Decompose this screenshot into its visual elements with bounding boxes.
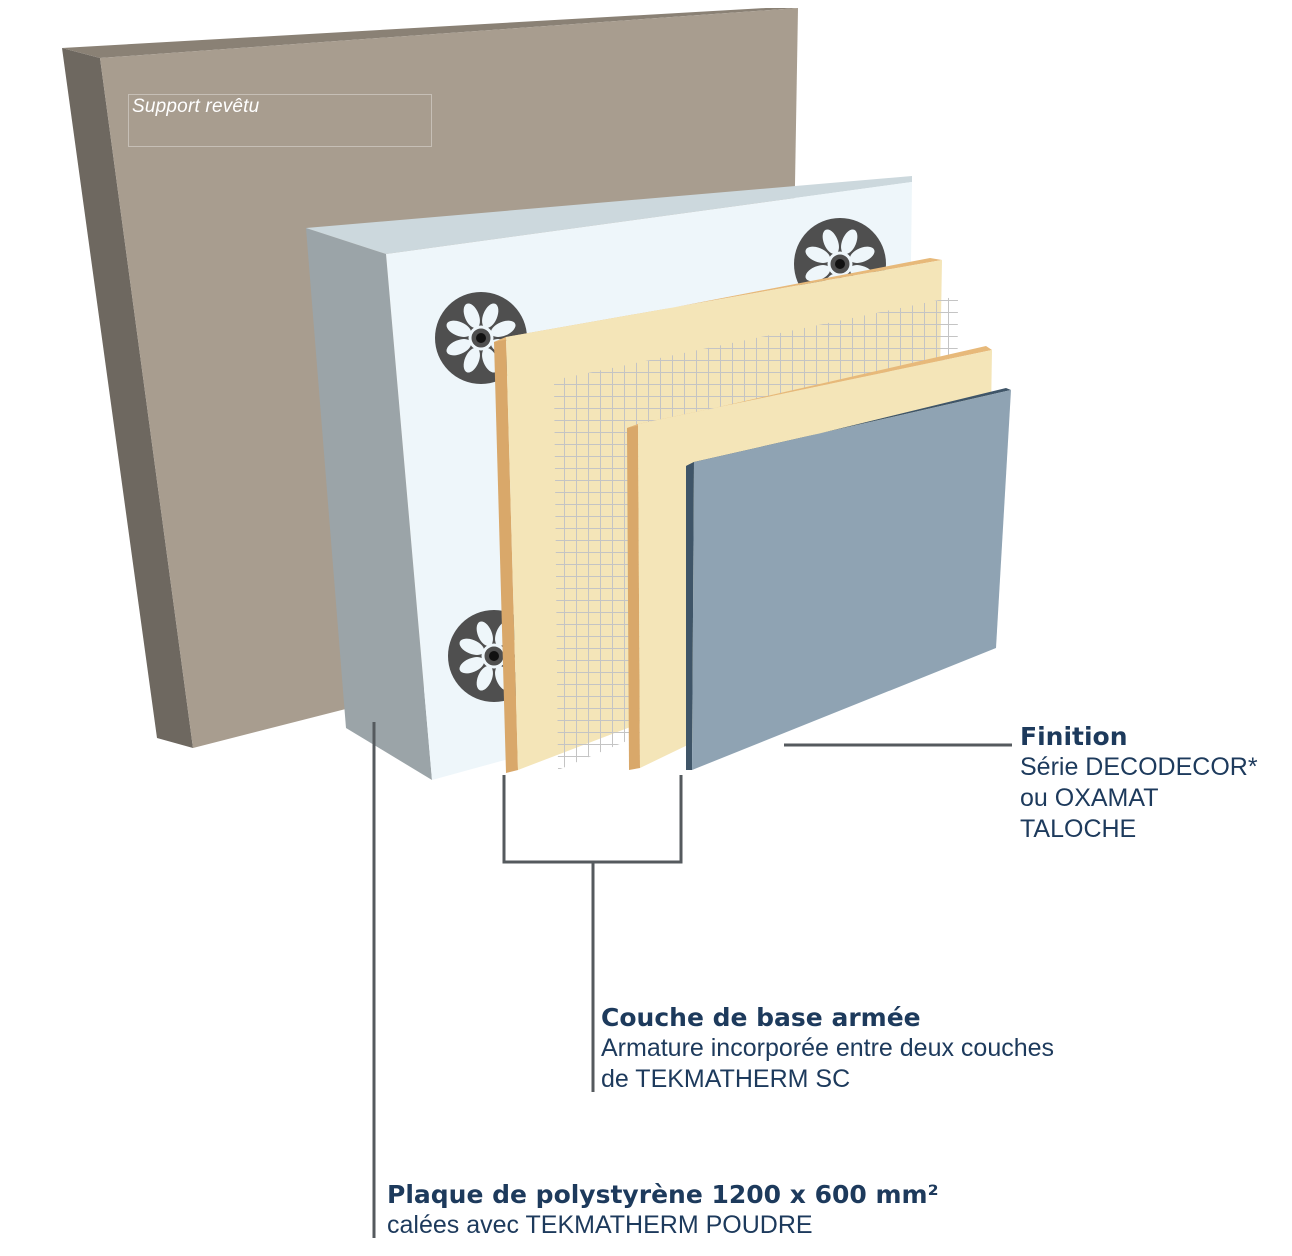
anchor-slot [482,347,499,373]
anchor-hub [489,651,499,661]
base-coat-1-top [494,258,942,342]
anchor-slot [446,320,472,337]
anchor-slot [463,347,480,373]
finition-line: TALOCHE [1020,815,1137,843]
anchor-slot [841,229,858,255]
leader-lines [372,722,1012,1238]
plaque-title: Plaque de polystyrène 1200 x 600 mm² [387,1180,939,1209]
anchor-slot [463,303,480,329]
anchor-slot [805,265,831,282]
finition-description: Série DECODECOR* ou OXAMAT TALOCHE [1020,752,1258,845]
finish-layer [686,388,1011,770]
couche-title: Couche de base armée [601,1003,921,1032]
couche-description: Armature incorporée entre deux couches d… [601,1033,1054,1095]
callout-couche-de-base: Couche de base armée Armature incorporée… [601,1003,1054,1095]
polystyrene-side [306,228,432,780]
base-coat-2-edge [627,424,640,770]
anchor-slot [805,246,831,263]
plaque-line: calées avec TEKMATHERM POUDRE [387,1211,813,1239]
finish-edge [686,462,694,770]
anchor-slot [822,229,839,255]
couche-line: de TEKMATHERM SC [601,1065,851,1093]
anchor-slot [446,339,472,356]
support-label-frame [128,94,432,147]
finish-face [692,390,1011,770]
callout-plaque-polystyrene: Plaque de polystyrène 1200 x 600 mm² cal… [387,1180,939,1241]
anchor-slot [482,303,499,329]
polystyrene-top [306,176,912,254]
anchor-hub [476,333,486,343]
anchor-slot [476,621,493,647]
finition-line: Série DECODECOR* [1020,753,1258,781]
anchor-slot [490,320,516,337]
base-coat-2-top [627,346,992,428]
finition-title: Finition [1020,722,1128,751]
plaque-description: calées avec TEKMATHERM POUDRE [387,1210,939,1241]
finition-line: ou OXAMAT [1020,784,1159,812]
anchor-slot [459,638,485,655]
support-wall-top [62,8,798,58]
callout-finition: Finition Série DECODECOR* ou OXAMAT TALO… [1020,722,1258,845]
anchor-hub [835,259,845,269]
couche-line: Armature incorporée entre deux couches [601,1034,1055,1062]
support-wall-side [62,48,193,748]
anchor-slot [476,665,493,691]
anchor-slot [849,246,875,263]
base-coat-1-edge [494,337,518,773]
support-label: Support revêtu [132,96,260,117]
anchor-slot [459,657,485,674]
finish-top [686,388,1011,466]
couche-bracket [502,775,683,864]
